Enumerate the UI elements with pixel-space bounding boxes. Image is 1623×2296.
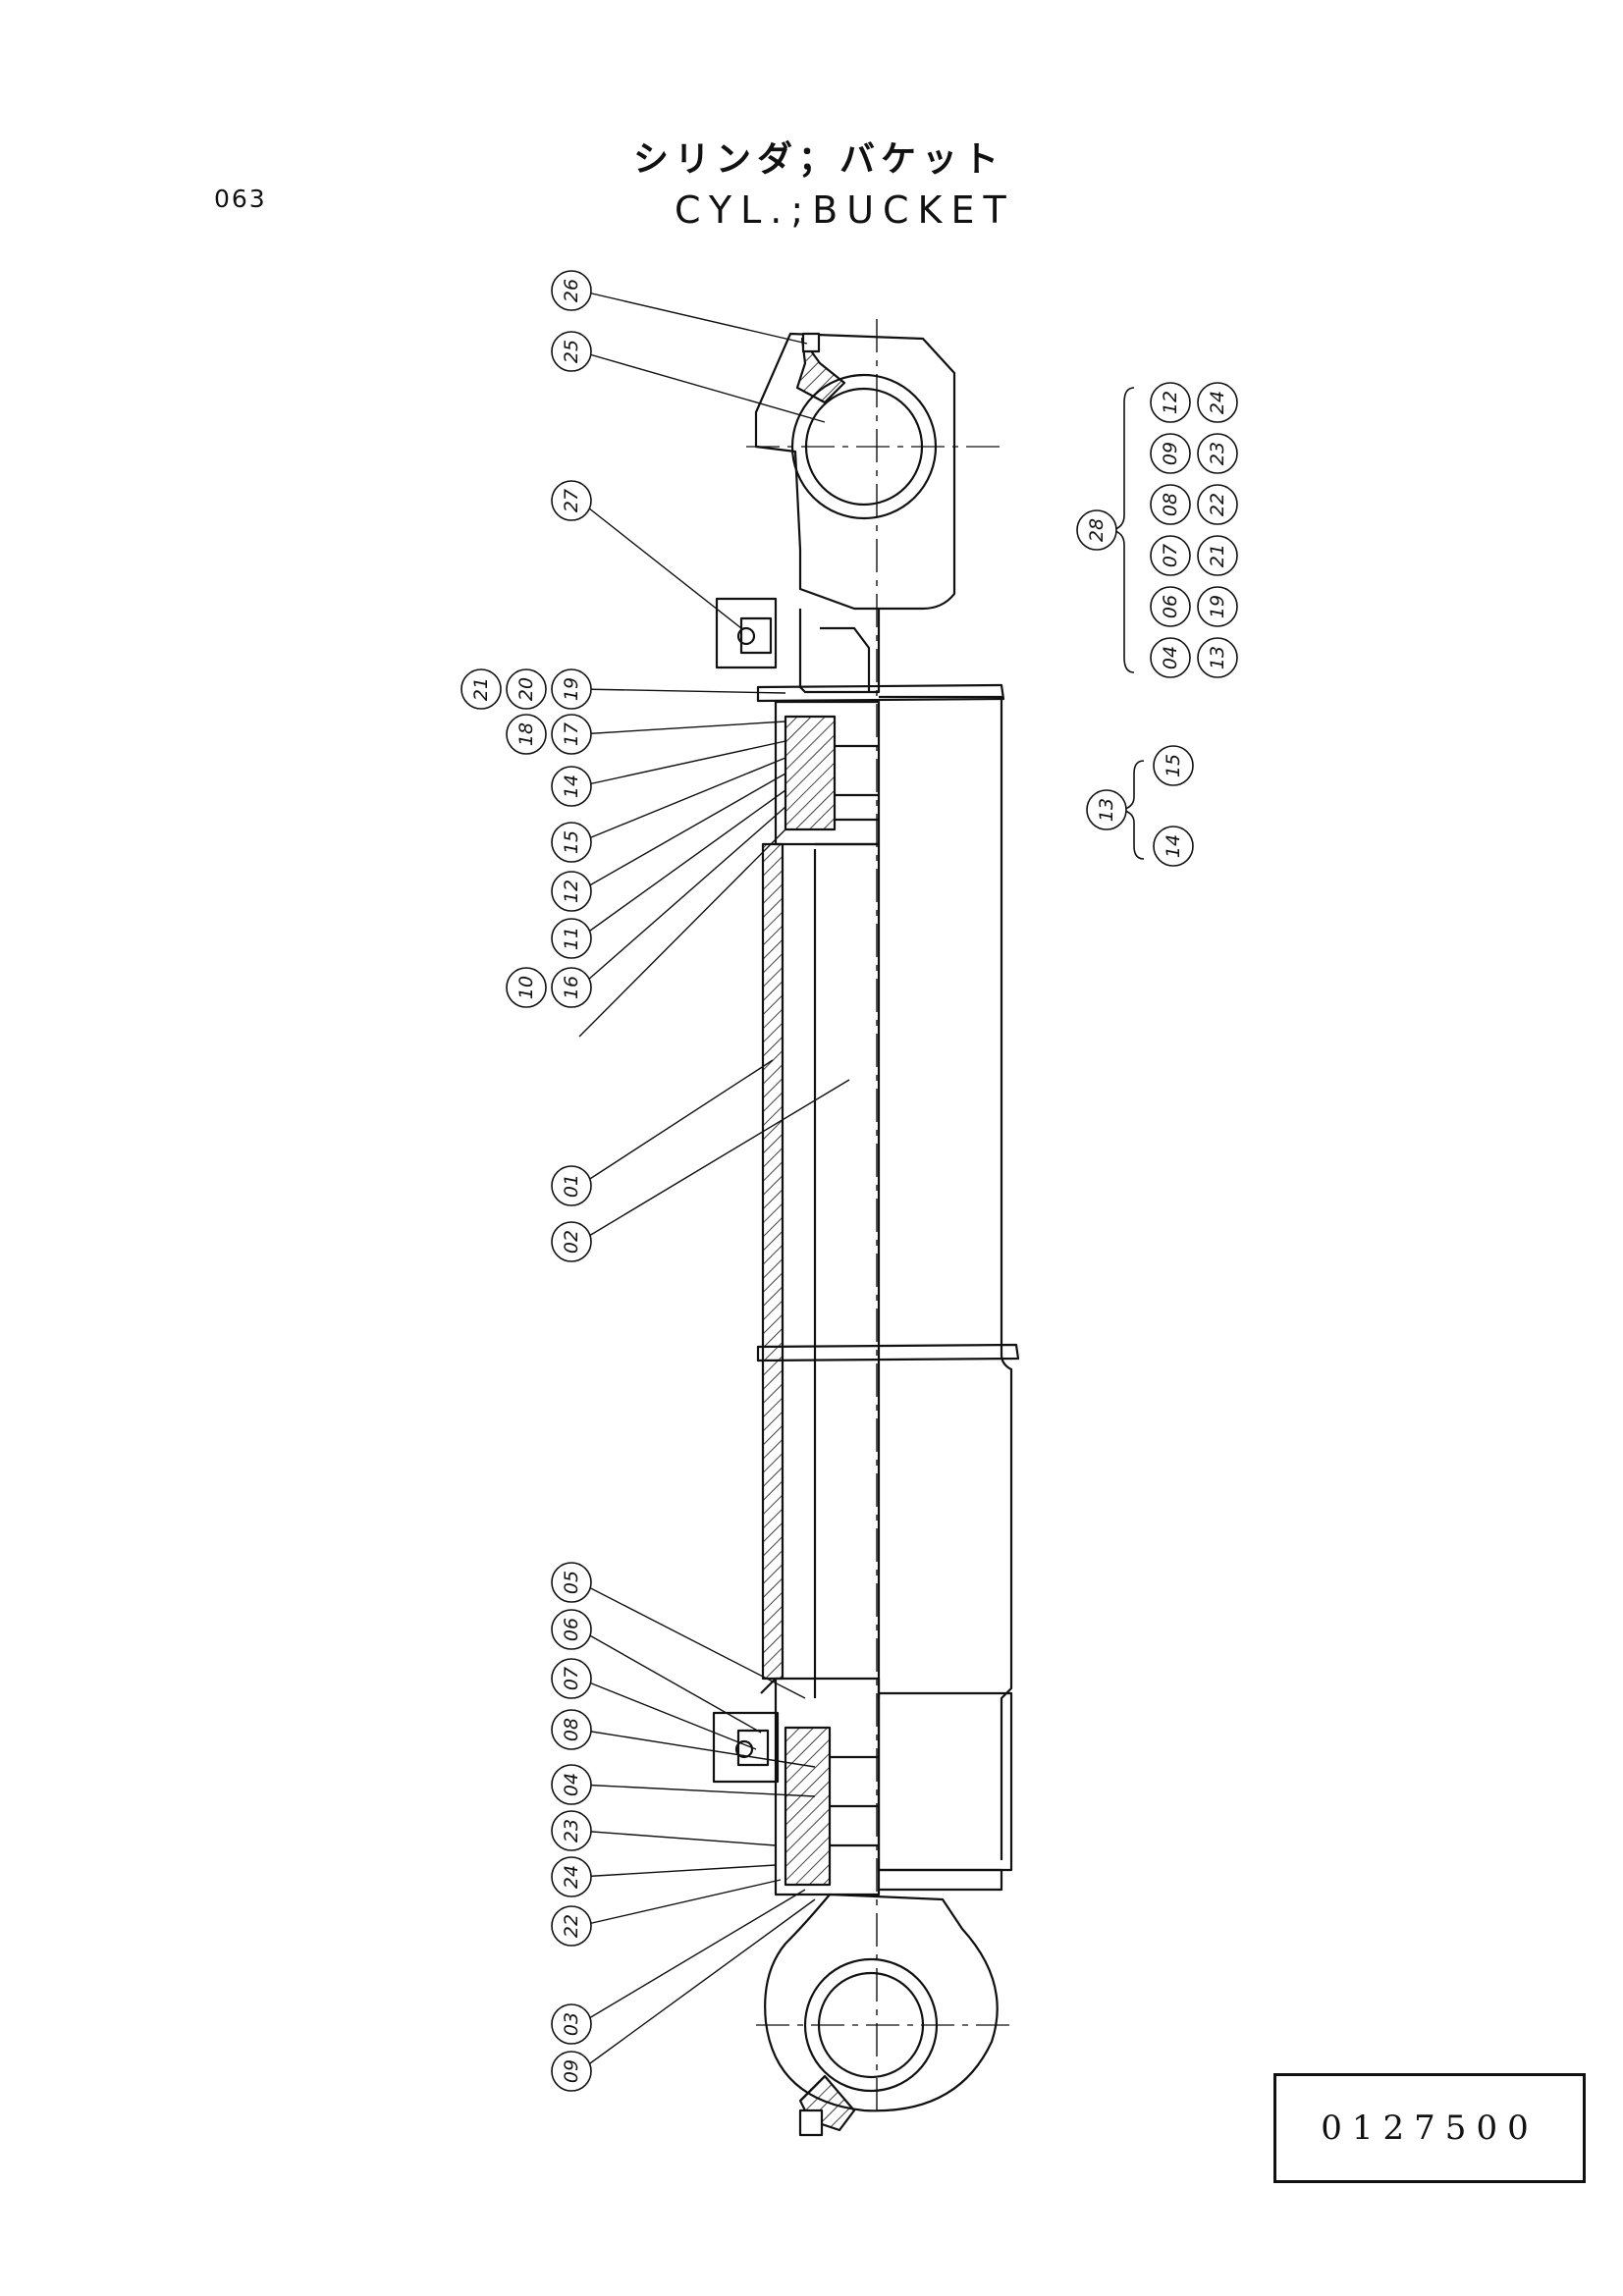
kit-28-item-04-a-label: 04 (1160, 646, 1181, 669)
kit-28-item-12-a: 12 (1150, 382, 1191, 423)
kit-13-item-15: 15 (1153, 745, 1194, 786)
kit-28-item-22-b-label: 22 (1207, 493, 1228, 516)
callout-25-upper-label: 25 (561, 340, 582, 363)
callout-09-lower: 09 (551, 2051, 592, 2092)
callout-21-upper: 21 (460, 668, 502, 710)
callout-14-upper: 14 (551, 766, 592, 807)
callout-22-lower: 22 (551, 1905, 592, 1947)
callout-02-upper-label: 02 (561, 1230, 582, 1254)
callout-04-lower-label: 04 (561, 1773, 582, 1796)
callout-04-lower: 04 (551, 1764, 592, 1805)
kit-28-item-13-b-label: 13 (1207, 646, 1228, 669)
callout-03-lower-label: 03 (561, 2012, 582, 2036)
callout-24-lower: 24 (551, 1856, 592, 1897)
kit-28-item-07-a: 07 (1150, 535, 1191, 576)
callout-05-lower-label: 05 (561, 1571, 582, 1594)
callout-27-upper: 27 (551, 480, 592, 521)
kit-28-item-06-a: 06 (1150, 586, 1191, 627)
callout-27-upper-label: 27 (561, 489, 582, 512)
callout-20-upper-label: 20 (515, 677, 537, 701)
catalog-code: 0127500 (1321, 2109, 1539, 2148)
callout-01-upper: 01 (551, 1165, 592, 1206)
kit-13-item-14: 14 (1153, 826, 1194, 867)
callout-24-lower-label: 24 (561, 1865, 582, 1889)
callout-02-upper: 02 (551, 1221, 592, 1262)
callout-07-lower-label: 07 (561, 1667, 582, 1690)
title-japanese: シリンダ；バケット (633, 139, 1005, 180)
kit-28-item-06-a-label: 06 (1160, 595, 1181, 618)
kit-28-item-09-a: 09 (1150, 433, 1191, 474)
kit-28-item-12-a-label: 12 (1160, 391, 1181, 414)
callout-20-upper: 20 (506, 668, 547, 710)
callout-17-upper: 17 (551, 714, 592, 755)
callout-18-upper-label: 18 (515, 722, 537, 746)
callout-14-upper-label: 14 (561, 774, 582, 798)
callout-23-lower: 23 (551, 1810, 592, 1851)
title-english: CYL.;BUCKET (675, 188, 1015, 232)
callout-19-upper-label: 19 (561, 677, 582, 701)
callout-12-upper: 12 (551, 871, 592, 912)
callout-03-lower: 03 (551, 2003, 592, 2045)
callout-19-upper: 19 (551, 668, 592, 710)
cylinder-body (712, 319, 1020, 2137)
callout-08-lower: 08 (551, 1709, 592, 1750)
callout-06-lower-label: 06 (561, 1618, 582, 1641)
callout-05-lower: 05 (551, 1562, 592, 1603)
kit-28-label: 28 (1076, 509, 1117, 551)
kit-28-item-13-b: 13 (1197, 637, 1238, 678)
kit-28-item-23-b: 23 (1197, 433, 1238, 474)
kit-28-item-22-b: 22 (1197, 484, 1238, 525)
kit-28-item-24-b: 24 (1197, 382, 1238, 423)
kit-28-item-08-a: 08 (1150, 484, 1191, 525)
kit-28-item-04-a: 04 (1150, 637, 1191, 678)
callout-18-upper: 18 (506, 714, 547, 755)
callout-bubbles: 26 25 27 21 20 19 18 17 14 15 12 11 16 10 01 02 05 06 07 08… (460, 270, 1238, 2092)
callout-26-upper: 26 (551, 270, 592, 311)
kit-13-label-label: 13 (1096, 798, 1117, 822)
catalog-code-box: 0127500 (1273, 2073, 1586, 2183)
callout-11-upper: 11 (551, 918, 592, 959)
callout-15-upper: 15 (551, 822, 592, 863)
callout-26-upper-label: 26 (561, 279, 582, 302)
kit-28-item-21-b-label: 21 (1207, 544, 1228, 567)
callout-06-lower: 06 (551, 1609, 592, 1650)
kit-28-item-19-b: 19 (1197, 586, 1238, 627)
callout-25-upper: 25 (551, 331, 592, 372)
callout-16-upper-label: 16 (561, 976, 582, 999)
kit-13-item-15-label: 15 (1163, 754, 1184, 777)
callout-08-lower-label: 08 (561, 1718, 582, 1741)
kit-13-label: 13 (1086, 789, 1127, 830)
kit-28-item-09-a-label: 09 (1160, 442, 1181, 465)
callout-21-upper-label: 21 (470, 677, 492, 701)
callout-10-upper: 10 (506, 967, 547, 1008)
callout-23-lower-label: 23 (561, 1819, 582, 1842)
kit-28-item-21-b: 21 (1197, 535, 1238, 576)
callout-16-upper: 16 (551, 967, 592, 1008)
kit-28-item-19-b-label: 19 (1207, 595, 1228, 618)
callout-15-upper-label: 15 (561, 830, 582, 854)
callout-22-lower-label: 22 (561, 1914, 582, 1938)
callout-12-upper-label: 12 (561, 880, 582, 903)
callout-17-upper-label: 17 (561, 722, 582, 746)
leader-lines (578, 290, 850, 2072)
kit-28-item-23-b-label: 23 (1207, 442, 1228, 465)
kit-28-item-07-a-label: 07 (1160, 544, 1181, 567)
kit-28-label-label: 28 (1086, 518, 1108, 542)
callout-07-lower: 07 (551, 1658, 592, 1699)
kit-28-item-08-a-label: 08 (1160, 493, 1181, 516)
callout-10-upper-label: 10 (515, 976, 537, 999)
kit-13-item-14-label: 14 (1163, 834, 1184, 858)
kit-28-item-24-b-label: 24 (1207, 391, 1228, 414)
callout-01-upper-label: 01 (561, 1174, 582, 1198)
callout-09-lower-label: 09 (561, 2059, 582, 2083)
callout-11-upper-label: 11 (561, 927, 582, 950)
page-number: 063 (214, 185, 267, 213)
